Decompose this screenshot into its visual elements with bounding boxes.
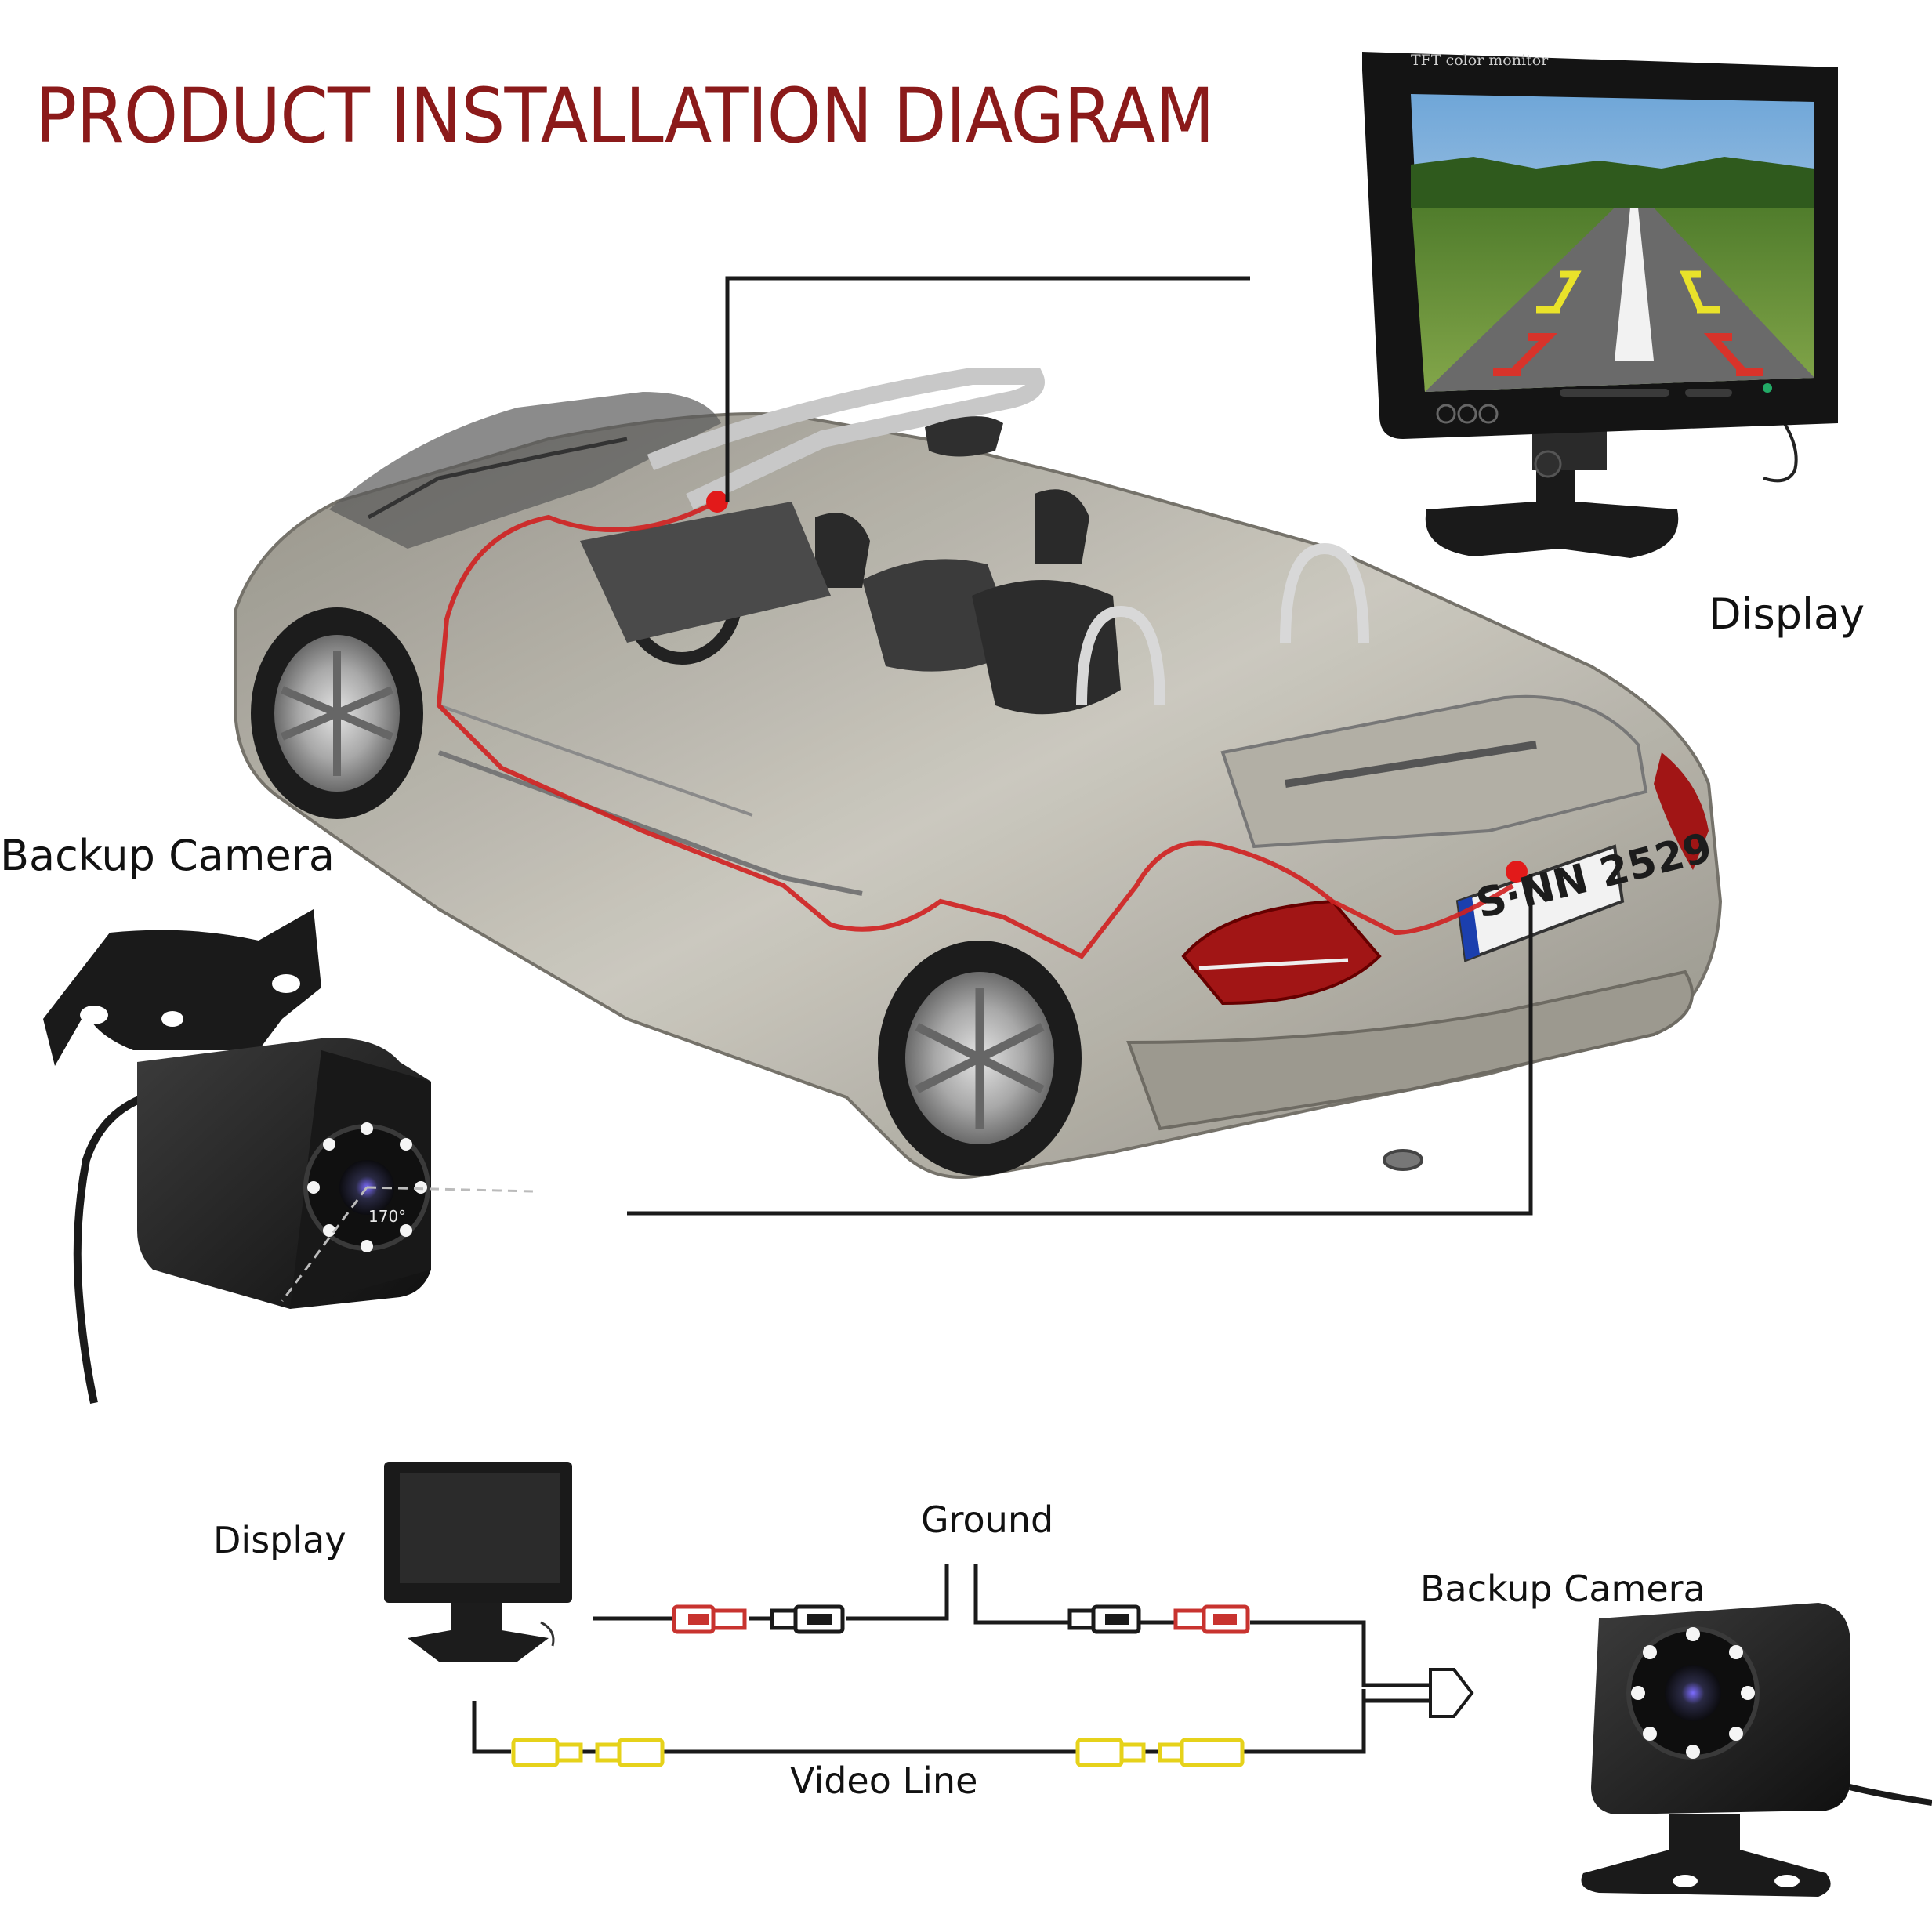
- display-label-bottom: Display: [213, 1519, 346, 1561]
- small-display-icon: [384, 1462, 572, 1662]
- red-connector-1: [672, 1604, 747, 1634]
- yellow-connector-4: [1158, 1738, 1245, 1767]
- viewing-angle-label: 170°: [368, 1207, 407, 1226]
- display-label-top: Display: [1709, 589, 1865, 639]
- yellow-connector-3: [1075, 1738, 1146, 1767]
- video-line-label: Video Line: [790, 1760, 978, 1802]
- car-cutaway: [234, 368, 1723, 1179]
- wiring-diagram: [384, 1462, 1932, 1897]
- black-connector-1: [770, 1604, 845, 1634]
- small-camera-icon: [1581, 1603, 1932, 1897]
- backup-camera-label-bottom: Backup Camera: [1420, 1568, 1705, 1610]
- monitor-brand-text: TFT color monitor: [1411, 52, 1549, 69]
- ground-label: Ground: [921, 1499, 1054, 1541]
- page-title: PRODUCT INSTALLATION DIAGRAM: [35, 72, 1215, 160]
- display-monitor: [1362, 52, 1838, 558]
- red-connector-2: [1173, 1604, 1250, 1634]
- yellow-connector-2: [595, 1738, 665, 1767]
- callout-lines: [627, 276, 1533, 1216]
- yellow-connector-1: [511, 1738, 583, 1767]
- backup-camera-large: [43, 909, 534, 1405]
- backup-camera-label-top: Backup Camera: [0, 831, 335, 880]
- black-connector-2: [1067, 1604, 1141, 1634]
